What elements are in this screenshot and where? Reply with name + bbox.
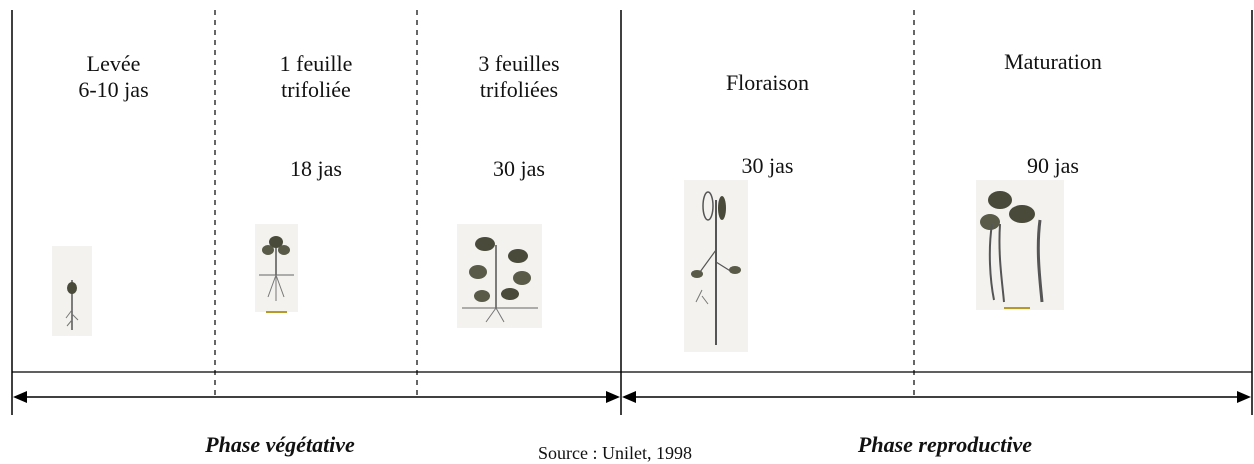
stage-levee-label: Levée — [12, 51, 215, 77]
reproductive-arrow-right-head — [1237, 391, 1251, 403]
stage-three-leaves-days: 30 jas — [417, 156, 621, 182]
three-leaves-plant-sketch — [457, 224, 542, 328]
stage-maturation-label: Maturation — [914, 49, 1252, 75]
one-leaf-plant-sketch — [255, 224, 298, 312]
phase-reproductive-label: Phase reproductive — [810, 432, 1080, 458]
stage-maturation-days: 90 jas — [914, 153, 1252, 179]
mature-plant-sketch — [976, 180, 1064, 310]
flowering-plant-sketch — [684, 180, 748, 352]
phase-vegetative-label: Phase végétative — [150, 432, 410, 458]
stage-floraison-days: 30 jas — [621, 153, 914, 179]
stage-floraison-label: Floraison — [621, 70, 914, 96]
stage-one-leaf-days: 18 jas — [215, 156, 417, 182]
stage-one-leaf-label: 1 feuille trifoliée — [215, 51, 417, 103]
source-note: Source : Unilet, 1998 — [490, 443, 740, 464]
seedling-sketch — [52, 246, 92, 336]
stage-levee-days: 6-10 jas — [12, 77, 215, 103]
vegetative-arrow-left-head — [13, 391, 27, 403]
stage-three-leaves-label: 3 feuilles trifoliées — [417, 51, 621, 103]
vegetative-arrow-right-head — [606, 391, 620, 403]
reproductive-arrow-left-head — [622, 391, 636, 403]
